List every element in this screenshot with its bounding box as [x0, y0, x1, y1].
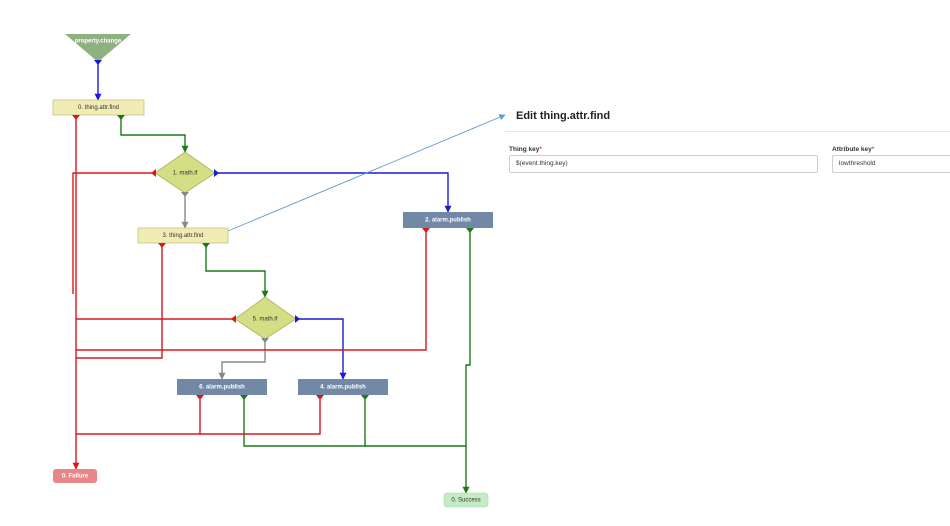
node-4-label: 4. alarm.publish: [320, 385, 366, 391]
connectors: [72, 58, 471, 494]
edge-node2-failure-to-failure: [76, 229, 427, 351]
thing-key-label: Thing key*: [509, 146, 542, 153]
node-5-math-if[interactable]: 5. math.if: [231, 296, 300, 343]
edit-panel: Edit thing.attr.find Thing key* $(event.…: [505, 100, 950, 220]
attribute-key-label: Attribute key*: [832, 146, 874, 153]
failure-port-icon[interactable]: [316, 395, 324, 400]
trigger-node[interactable]: property.change: [65, 34, 131, 65]
attribute-key-label-text: Attribute key: [832, 146, 872, 153]
true-port-icon[interactable]: [295, 315, 300, 323]
node-2-alarm-publish[interactable]: 2. alarm.publish: [403, 212, 493, 233]
thing-key-input[interactable]: $(event.thing.key): [509, 155, 818, 173]
edit-panel-title: Edit thing.attr.find: [516, 110, 611, 122]
edge-node5-true-to-node4: [296, 318, 347, 380]
else-port-icon[interactable]: [261, 338, 269, 343]
edge-node6-failure-to-failure: [76, 395, 201, 435]
node-6-label: 6. alarm.publish: [199, 385, 245, 391]
node-3-label: 3. thing.attr.find: [162, 233, 203, 239]
node-1-label: 1. math.if: [173, 171, 198, 177]
attribute-key-input[interactable]: lowthreshold: [832, 155, 950, 173]
success-port-icon[interactable]: [361, 395, 369, 400]
edge-node4-failure-to-failure: [200, 395, 321, 435]
edge-node3-failure-to-failure: [76, 243, 163, 359]
success-port-icon[interactable]: [202, 243, 210, 248]
node-1-math-if[interactable]: 1. math.if: [151, 151, 219, 197]
success-port-icon[interactable]: [466, 228, 474, 233]
failure-terminal-label: 0. Failure: [62, 474, 89, 480]
edit-link-line: [227, 114, 506, 232]
success-port-icon[interactable]: [117, 115, 125, 120]
node-4-alarm-publish[interactable]: 4. alarm.publish: [298, 379, 388, 400]
edge-node0-success-to-node1: [120, 115, 189, 153]
required-mark: *: [539, 146, 542, 153]
node-6-alarm-publish[interactable]: 6. alarm.publish: [177, 379, 267, 400]
edge-node5-else-to-node6: [218, 339, 266, 380]
edge-node1-true-to-node2: [215, 172, 452, 213]
success-terminal-label: 0. Success: [451, 498, 480, 504]
success-terminal-node[interactable]: 0. Success: [443, 492, 489, 508]
panel-divider: [505, 131, 950, 132]
failure-port-icon[interactable]: [196, 395, 204, 400]
trigger-label: property.change: [75, 39, 122, 45]
failure-port-icon[interactable]: [422, 228, 430, 233]
failure-port-icon[interactable]: [72, 115, 80, 120]
failure-port-icon[interactable]: [158, 243, 166, 248]
else-port-icon[interactable]: [181, 192, 189, 197]
node-0-thing-attr-find[interactable]: 0. thing.attr.find: [52, 99, 145, 120]
edge-node1-failure-to-failure: [72, 172, 155, 294]
failure-port-icon[interactable]: [231, 315, 236, 323]
edge-node4-success-to-success: [364, 395, 466, 447]
failure-terminal-node[interactable]: 0. Failure: [53, 469, 97, 483]
node-5-label: 5. math.if: [253, 317, 278, 323]
node-2-label: 2. alarm.publish: [425, 218, 471, 224]
node-0-label: 0. thing.attr.find: [78, 105, 119, 111]
edge-node6-success-to-success: [243, 395, 366, 447]
node-3-thing-attr-find[interactable]: 3. thing.attr.find: [137, 227, 229, 248]
thing-key-label-text: Thing key: [509, 146, 540, 153]
failure-port-icon[interactable]: [151, 169, 156, 177]
success-port-icon[interactable]: [240, 395, 248, 400]
true-port-icon[interactable]: [214, 169, 219, 177]
edge-node2-success-to-success: [462, 229, 471, 494]
edge-node3-success-to-node5: [205, 243, 269, 298]
required-mark: *: [871, 146, 875, 153]
